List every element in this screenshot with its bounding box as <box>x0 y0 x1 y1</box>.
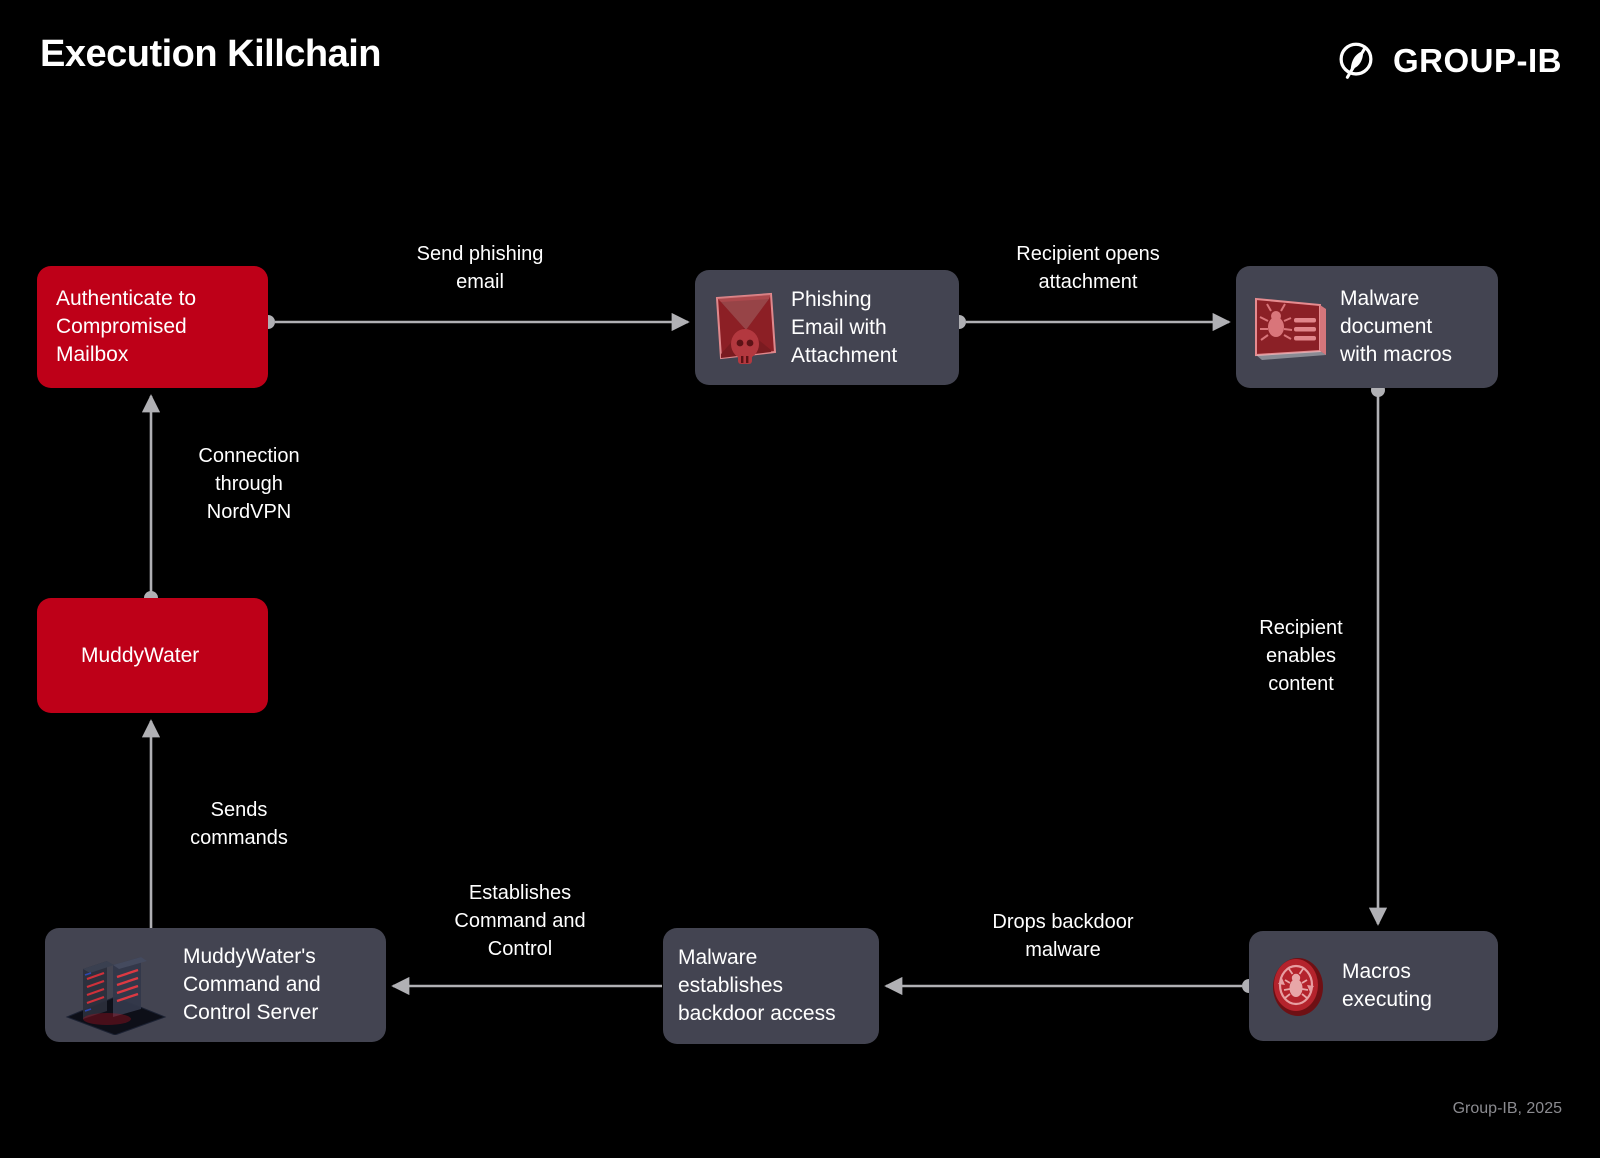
group-ib-leaf-logo-icon <box>1333 38 1379 84</box>
node-label: Authenticate to Compromised Mailbox <box>56 287 197 366</box>
brand-logo: GROUP-IB <box>1333 38 1562 84</box>
edge-label-connection-through-nordvpn: Connection through NordVPN <box>198 445 300 523</box>
node-phishing-email-with-attachment[interactable]: Phishing Email with Attachment <box>695 270 959 385</box>
footer-credit: Group-IB, 2025 <box>1452 1100 1562 1117</box>
edge-label-recipient-enables-content: Recipient enables content <box>1259 617 1343 695</box>
node-label: Macros executing <box>1342 960 1432 1011</box>
edge-label-establishes-command-and-control: Establishes Command and Control <box>454 882 586 960</box>
node-muddywater-command-and-control-server[interactable]: MuddyWater's Command and Control Server <box>45 928 386 1042</box>
malware-document-bug-icon <box>1250 289 1332 365</box>
macro-bug-circle-icon <box>1266 952 1330 1020</box>
node-macros-executing[interactable]: Macros executing <box>1249 931 1498 1041</box>
server-rack-icon <box>57 935 173 1035</box>
node-label: Malware establishes backdoor access <box>678 946 836 1025</box>
node-label: MuddyWater's Command and Control Server <box>183 945 321 1024</box>
edge-muddywater-to-authenticate <box>141 394 161 605</box>
node-malware-document-with-macros[interactable]: Malware document with macros <box>1236 266 1498 388</box>
node-label: Phishing Email with Attachment <box>791 287 898 367</box>
edge-phishing-to-malwaredoc <box>952 312 1231 332</box>
node-malware-establishes-backdoor-access[interactable]: Malware establishes backdoor access <box>663 928 879 1044</box>
node-label: Malware document with macros <box>1340 287 1453 366</box>
page-title: Execution Killchain <box>40 33 382 75</box>
node-muddywater[interactable]: MuddyWater <box>37 598 268 713</box>
node-authenticate-to-compromised-mailbox[interactable]: Authenticate to Compromised Mailbox <box>37 266 268 388</box>
edge-label-send-phishing-email: Send phishing email <box>416 243 544 293</box>
edge-label-drops-backdoor-malware: Drops backdoor malware <box>992 911 1134 961</box>
edge-macros-to-backdoor <box>884 976 1256 996</box>
edge-label-sends-commands: Sends commands <box>190 799 288 849</box>
brand-name: GROUP-IB <box>1393 42 1562 79</box>
edge-label-recipient-opens-attachment: Recipient opens attachment <box>1016 243 1160 293</box>
edge-authenticate-to-phishing <box>261 312 690 332</box>
phishing-envelope-skull-icon <box>709 286 781 370</box>
node-label: MuddyWater <box>81 643 200 667</box>
